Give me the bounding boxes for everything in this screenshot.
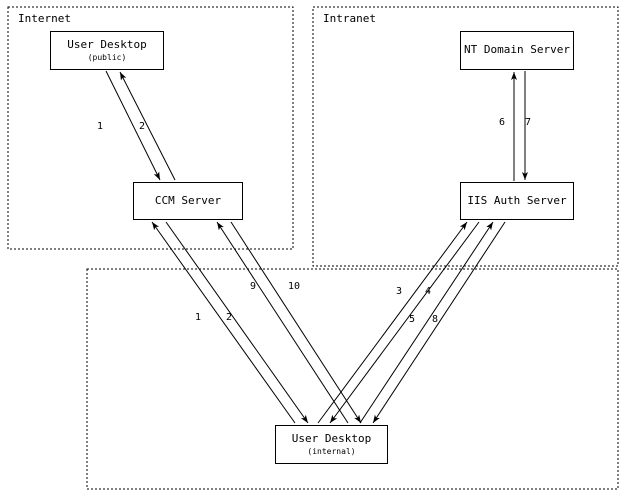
flow-arrow-2-ccm-to-public: [119, 71, 176, 181]
zone-label-internet: Internet: [18, 12, 71, 25]
node-title: IIS Auth Server: [467, 193, 567, 207]
node-title: User Desktop: [291, 432, 372, 446]
node-subtitle: (public): [87, 52, 127, 62]
flow-label-6: 6: [499, 117, 506, 128]
zone-label-intranet: Intranet: [323, 12, 376, 25]
node-title: NT Domain Server: [464, 43, 570, 57]
flow-arrow-3-internal-to-iis: [317, 221, 468, 424]
node-iis-auth-server[interactable]: IIS Auth Server: [460, 182, 574, 220]
node-user-desktop-public[interactable]: User Desktop (public): [50, 31, 164, 70]
flow-label-2-public: 2: [139, 121, 146, 132]
flow-label-3: 3: [396, 286, 403, 297]
flow-label-10: 10: [288, 281, 301, 292]
flow-label-7: 7: [525, 117, 532, 128]
node-nt-domain-server[interactable]: NT Domain Server: [460, 31, 574, 70]
flow-arrow-5-internal-to-iis: [359, 221, 494, 424]
flow-label-5: 5: [409, 314, 416, 325]
flow-arrow-8-iis-to-internal: [372, 221, 506, 424]
zone-internal-border: [86, 268, 619, 490]
flow-arrow-4-iis-to-internal: [329, 221, 480, 424]
flow-arrow-1-internal-to-ccm: [151, 221, 296, 424]
flow-label-9: 9: [250, 281, 257, 292]
node-title: CCM Server: [154, 193, 222, 207]
flow-arrow-9-internal-to-ccm: [216, 221, 349, 424]
node-title: User Desktop: [67, 38, 147, 52]
flow-label-4: 4: [425, 286, 432, 297]
flow-label-2-internal: 2: [226, 312, 233, 323]
node-subtitle: (internal): [307, 446, 356, 456]
flow-label-1-public: 1: [97, 121, 104, 132]
flow-label-8: 8: [432, 314, 439, 325]
flow-label-1-internal: 1: [195, 312, 202, 323]
node-user-desktop-internal[interactable]: User Desktop (internal): [275, 425, 388, 464]
zone-internet-border: [7, 6, 294, 250]
node-ccm-server[interactable]: CCM Server: [133, 182, 243, 220]
flow-arrow-10-ccm-to-internal: [230, 221, 362, 424]
flow-arrow-2-ccm-to-internal: [165, 221, 309, 424]
zone-intranet-border: [312, 6, 619, 267]
flow-arrow-1-public-to-ccm: [105, 70, 161, 181]
